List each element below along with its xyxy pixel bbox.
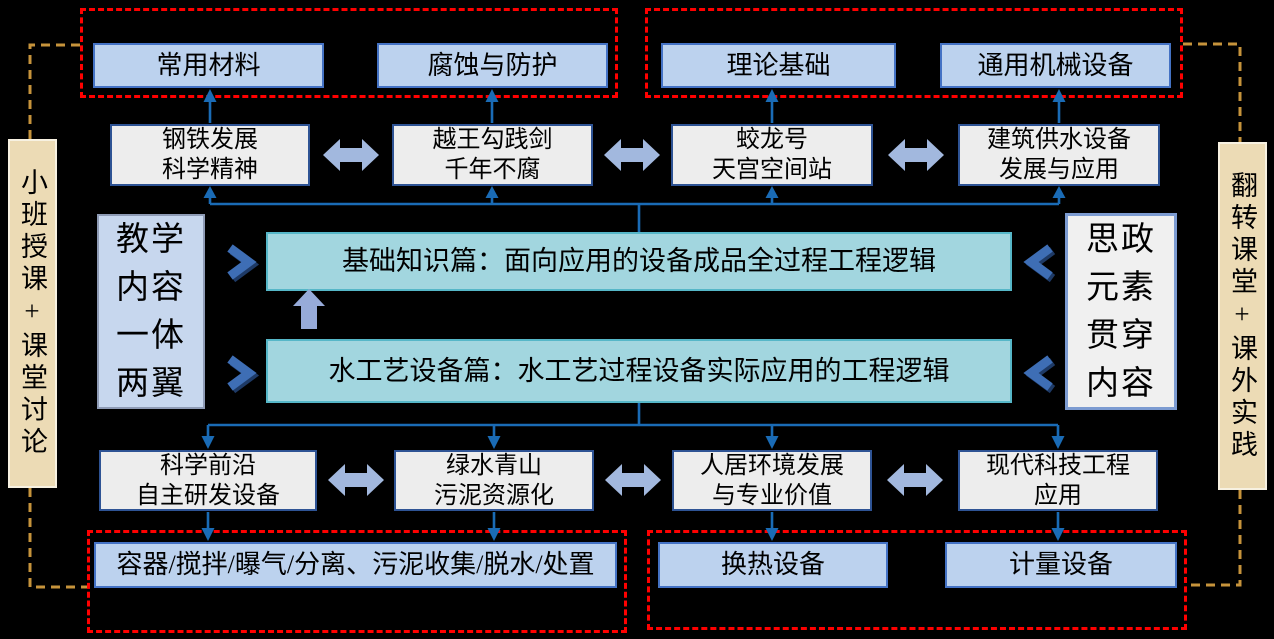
right-class-mode-panel: 翻转课堂+课外实践	[1218, 142, 1267, 490]
box-building-water-supply: 建筑供水设备 发展与应用	[958, 124, 1160, 186]
gold-dash-top-left	[28, 43, 80, 139]
double-arrow-icon	[888, 139, 944, 171]
bottom-left-dashed-frame	[87, 530, 627, 633]
box-basic-knowledge-module: 基础知识篇：面向应用的设备成品全过程工程逻辑	[266, 232, 1012, 291]
box-modern-tech-application: 现代科技工程 应用	[958, 450, 1158, 511]
box-common-materials: 常用材料	[93, 43, 324, 88]
box-general-machinery: 通用机械设备	[940, 43, 1171, 88]
blue-connector-lines	[201, 89, 1066, 541]
box-metering-equipment: 计量设备	[945, 542, 1177, 588]
block-up-arrow-icon	[293, 289, 325, 329]
box-corrosion-protection: 腐蚀与防护	[377, 43, 608, 88]
box-green-mountains: 绿水青山 污泥资源化	[394, 450, 594, 511]
top-left-dashed-frame	[80, 8, 618, 98]
box-steel-development: 钢铁发展 科学精神	[110, 124, 310, 186]
box-vessel-mixing-aeration: 容器/搅拌/曝气/分离、污泥收集/脱水/处置	[94, 542, 617, 588]
box-heat-exchange-equipment: 换热设备	[658, 542, 888, 588]
chevron-right-icon	[227, 244, 260, 283]
down-arrow-icon	[201, 425, 215, 449]
bottom-right-dashed-frame	[647, 530, 1187, 630]
box-theory-basis: 理论基础	[661, 43, 896, 88]
chevron-left-icon	[1023, 355, 1056, 394]
down-arrow-icon	[1051, 425, 1065, 449]
gold-dash-bottom-left	[28, 488, 87, 589]
down-arrow-icon	[487, 425, 501, 449]
gold-dash-bottom-right	[1187, 490, 1242, 587]
box-goujian-sword: 越王勾践剑 千年不腐	[392, 124, 593, 186]
double-arrow-icon	[604, 139, 660, 171]
chevron-right-icon	[227, 355, 260, 394]
double-arrow-icon	[328, 464, 384, 496]
up-arrow-icon	[203, 186, 217, 204]
down-arrow-icon	[765, 425, 779, 449]
up-arrow-icon	[1052, 186, 1066, 204]
box-living-environment: 人居环境发展 与专业价值	[672, 450, 872, 511]
double-arrow-icon	[887, 464, 943, 496]
panel-teaching-content-wings: 教学 内容 一体 两翼	[97, 214, 205, 409]
double-arrow-icons	[323, 139, 944, 496]
box-science-frontier: 科学前沿 自主研发设备	[99, 450, 317, 511]
panel-ideology-elements: 思政 元素 贯穿 内容	[1065, 213, 1177, 410]
box-jiaolong-tiangong: 蛟龙号 天宫空间站	[671, 124, 873, 186]
left-class-mode-panel: 小班授课+课堂讨论	[8, 139, 57, 488]
box-water-process-module: 水工艺设备篇：水工艺过程设备实际应用的工程逻辑	[266, 339, 1012, 403]
up-arrow-icon	[765, 186, 779, 204]
gold-dash-top-right	[1183, 42, 1242, 142]
double-arrow-icon	[605, 464, 661, 496]
up-arrow-icon	[485, 186, 499, 204]
double-arrow-icon	[323, 139, 379, 171]
chevron-left-icon	[1023, 244, 1056, 283]
top-right-dashed-frame	[645, 8, 1183, 98]
